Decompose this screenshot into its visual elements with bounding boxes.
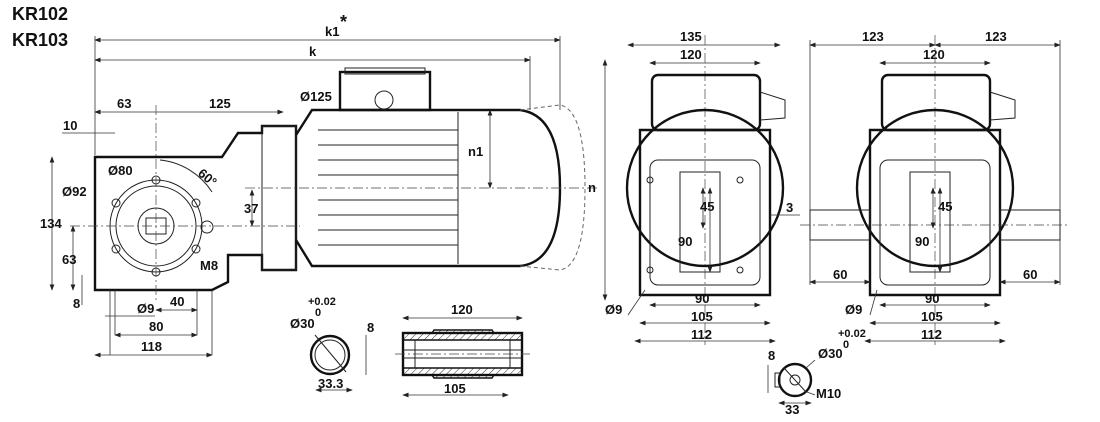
shaft-dim-60-left: 60 xyxy=(833,267,847,282)
dim-63-top: 63 xyxy=(117,96,131,111)
dim-k1-star: * xyxy=(340,12,347,32)
dim-63-side: 63 xyxy=(62,252,76,267)
side-view: k1 * k 63 125 10 Ø125 Ø80 Ø92 60° 37 134… xyxy=(40,12,608,358)
shaft-d9: Ø9 xyxy=(845,302,862,317)
front-dim-120: 120 xyxy=(680,47,702,62)
shaft-dim-105: 105 xyxy=(921,309,943,324)
sleeve-length-120: 120 xyxy=(451,302,473,317)
shaft-dim-60-right: 60 xyxy=(1023,267,1037,282)
dim-37: 37 xyxy=(244,201,258,216)
front-view: 135 120 45 90 3 Ø9 90 105 112 xyxy=(605,29,800,345)
model-title-kr102: KR102 xyxy=(12,4,68,24)
solid-key-8: 8 xyxy=(768,348,775,363)
solid-keyway-33: 33 xyxy=(785,402,799,417)
solid-tol-lower: 0 xyxy=(843,339,849,351)
sleeve-length-105: 105 xyxy=(444,381,466,396)
solid-thread-m10: M10 xyxy=(816,386,841,401)
hollow-tol-lower: 0 xyxy=(315,307,321,319)
label-m8: M8 xyxy=(200,258,218,273)
shaft-dim-112: 112 xyxy=(921,327,942,342)
dim-125: 125 xyxy=(209,96,231,111)
front-d9: Ø9 xyxy=(605,302,622,317)
dim-n: n xyxy=(588,180,596,195)
dim-118: 118 xyxy=(141,339,162,354)
dim-n1: n1 xyxy=(468,144,483,159)
shaft-dim-90: 90 xyxy=(925,291,939,306)
front-dim-45: 45 xyxy=(700,199,714,214)
shaft-dim-123-right: 123 xyxy=(985,29,1007,44)
dim-k1: k1 xyxy=(325,24,339,39)
dim-8: 8 xyxy=(73,296,80,311)
dim-40: 40 xyxy=(170,294,184,309)
shaft-dim-90-vertical: 90 xyxy=(915,234,929,249)
dim-d125: Ø125 xyxy=(300,89,332,104)
hollow-key-8: 8 xyxy=(367,320,374,335)
front-dim-90-vertical: 90 xyxy=(678,234,692,249)
dim-k: k xyxy=(309,44,317,59)
model-title-kr103: KR103 xyxy=(12,30,68,50)
front-dim-135: 135 xyxy=(680,29,702,44)
dim-d80: Ø80 xyxy=(108,163,133,178)
solid-tol-upper: +0.02 xyxy=(838,328,866,340)
front-dim-105: 105 xyxy=(691,309,713,324)
front-dim-90: 90 xyxy=(695,291,709,306)
front-dim-112: 112 xyxy=(691,327,712,342)
dim-10: 10 xyxy=(63,118,77,133)
hollow-d30: Ø30 xyxy=(290,316,315,331)
shaft-dim-123-left: 123 xyxy=(862,29,884,44)
shaft-dim-120: 120 xyxy=(923,47,945,62)
dim-134: 134 xyxy=(40,216,62,231)
hollow-shaft-detail: +0.02 0 Ø30 8 33.3 120 105 xyxy=(290,296,530,398)
dim-d92: Ø92 xyxy=(62,184,87,199)
front-dim-3: 3 xyxy=(786,200,793,215)
solid-d30: Ø30 xyxy=(818,346,843,361)
hollow-keyway-33-3: 33.3 xyxy=(318,376,343,391)
solid-shaft-detail: +0.02 0 8 Ø30 M10 33 xyxy=(767,328,866,417)
hollow-tol-upper: +0.02 xyxy=(308,296,336,308)
dim-angle-60: 60° xyxy=(195,165,220,189)
dim-80: 80 xyxy=(149,319,163,334)
dim-d9: Ø9 xyxy=(137,301,154,316)
front-view-solid-shaft: 123 123 120 45 90 60 60 Ø9 90 105 112 xyxy=(800,29,1070,345)
